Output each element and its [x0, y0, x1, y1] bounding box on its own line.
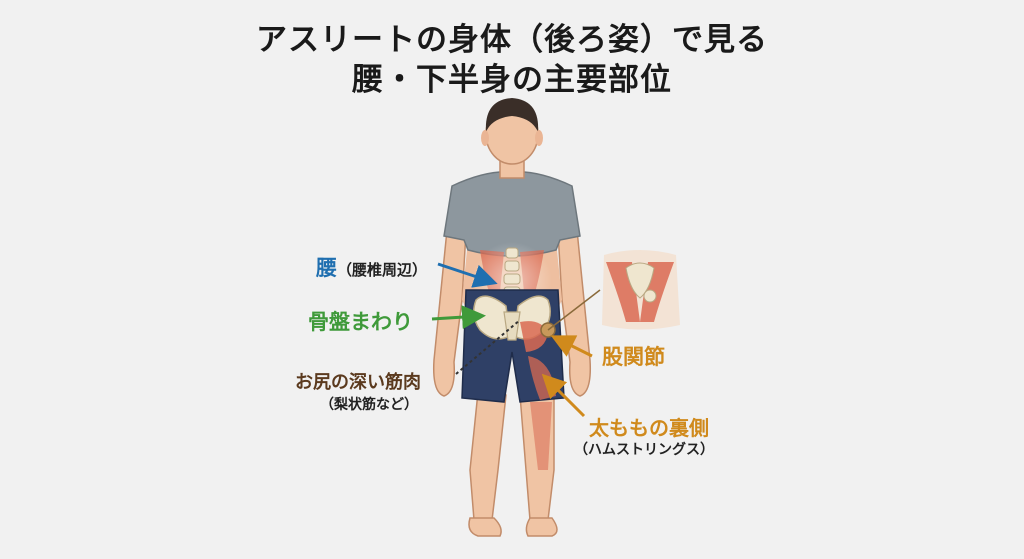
label-deep-glute-sub: （梨状筋など） [320, 397, 418, 413]
label-deep-glute: お尻の深い筋肉 [295, 372, 421, 393]
waist-arrow [437, 262, 498, 288]
inset-leader [547, 289, 601, 331]
label-pelvis: 骨盤まわり [308, 310, 413, 334]
hair [485, 98, 539, 132]
label-waist-sub: （腰椎周辺） [337, 261, 428, 279]
right-foot [525, 517, 558, 537]
deep-glute-leader [455, 319, 521, 375]
page-title-line-1: アスリートの身体（後ろ姿）で見る [256, 22, 768, 58]
label-waist-main: 腰 [316, 256, 337, 280]
hamstrings-arrow [541, 373, 586, 418]
page-title-line-2: 腰・下半身の主要部位 [352, 62, 672, 98]
pelvis-inset-illustration [602, 250, 680, 330]
label-hamstrings-sub: （ハムストリングス） [574, 442, 714, 458]
left-foot [468, 517, 502, 537]
hip-joint-arrow [550, 335, 593, 358]
label-hamstrings: 太ももの裏側 [589, 416, 709, 440]
label-hip-joint: 股関節 [602, 345, 665, 369]
label-waist: 腰（腰椎周辺） [316, 252, 427, 282]
pelvis-arrow [431, 305, 486, 330]
